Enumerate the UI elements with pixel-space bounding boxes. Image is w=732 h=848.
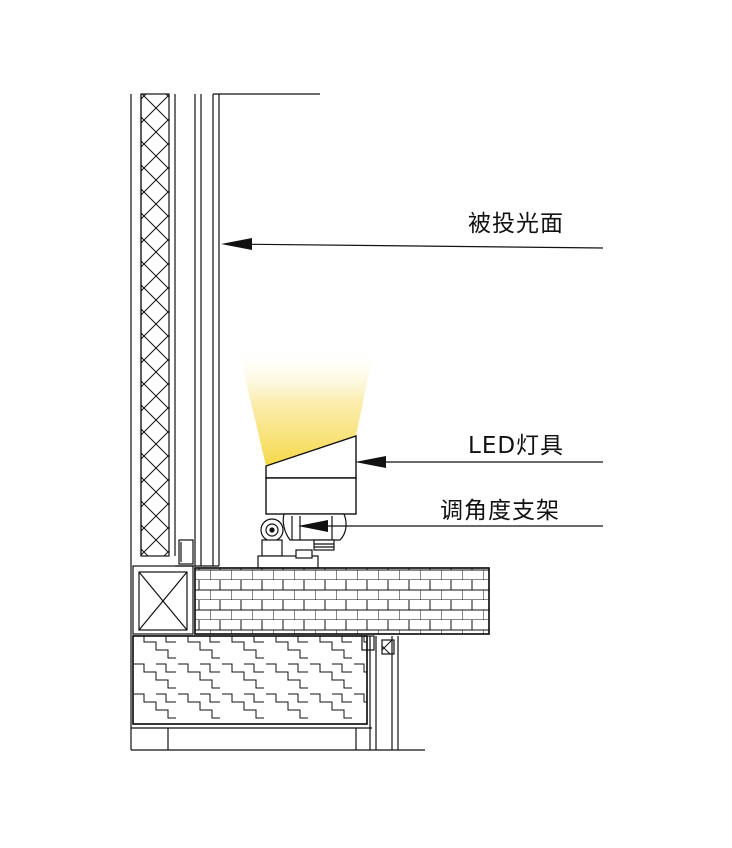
lower-cladding — [361, 635, 399, 750]
label-led-fixture: LED灯具 — [468, 433, 565, 459]
brick-ledge — [194, 567, 490, 635]
arrow-head-icon — [355, 456, 386, 468]
label-angle-bracket: 调角度支架 — [440, 498, 560, 524]
leader-surface — [221, 238, 604, 250]
foundation-block — [131, 635, 425, 751]
arrow-head-icon — [298, 520, 328, 532]
wall-section — [130, 93, 320, 750]
angle-bracket — [257, 513, 347, 569]
label-illuminated-surface: 被投光面 — [468, 211, 564, 237]
leader-bracket — [298, 520, 603, 532]
arrow-head-icon — [221, 238, 252, 250]
led-fixture — [265, 435, 357, 515]
light-beam — [238, 348, 374, 466]
corner-block — [132, 565, 194, 635]
insulation-layer — [140, 93, 170, 557]
leader-led — [355, 456, 603, 468]
